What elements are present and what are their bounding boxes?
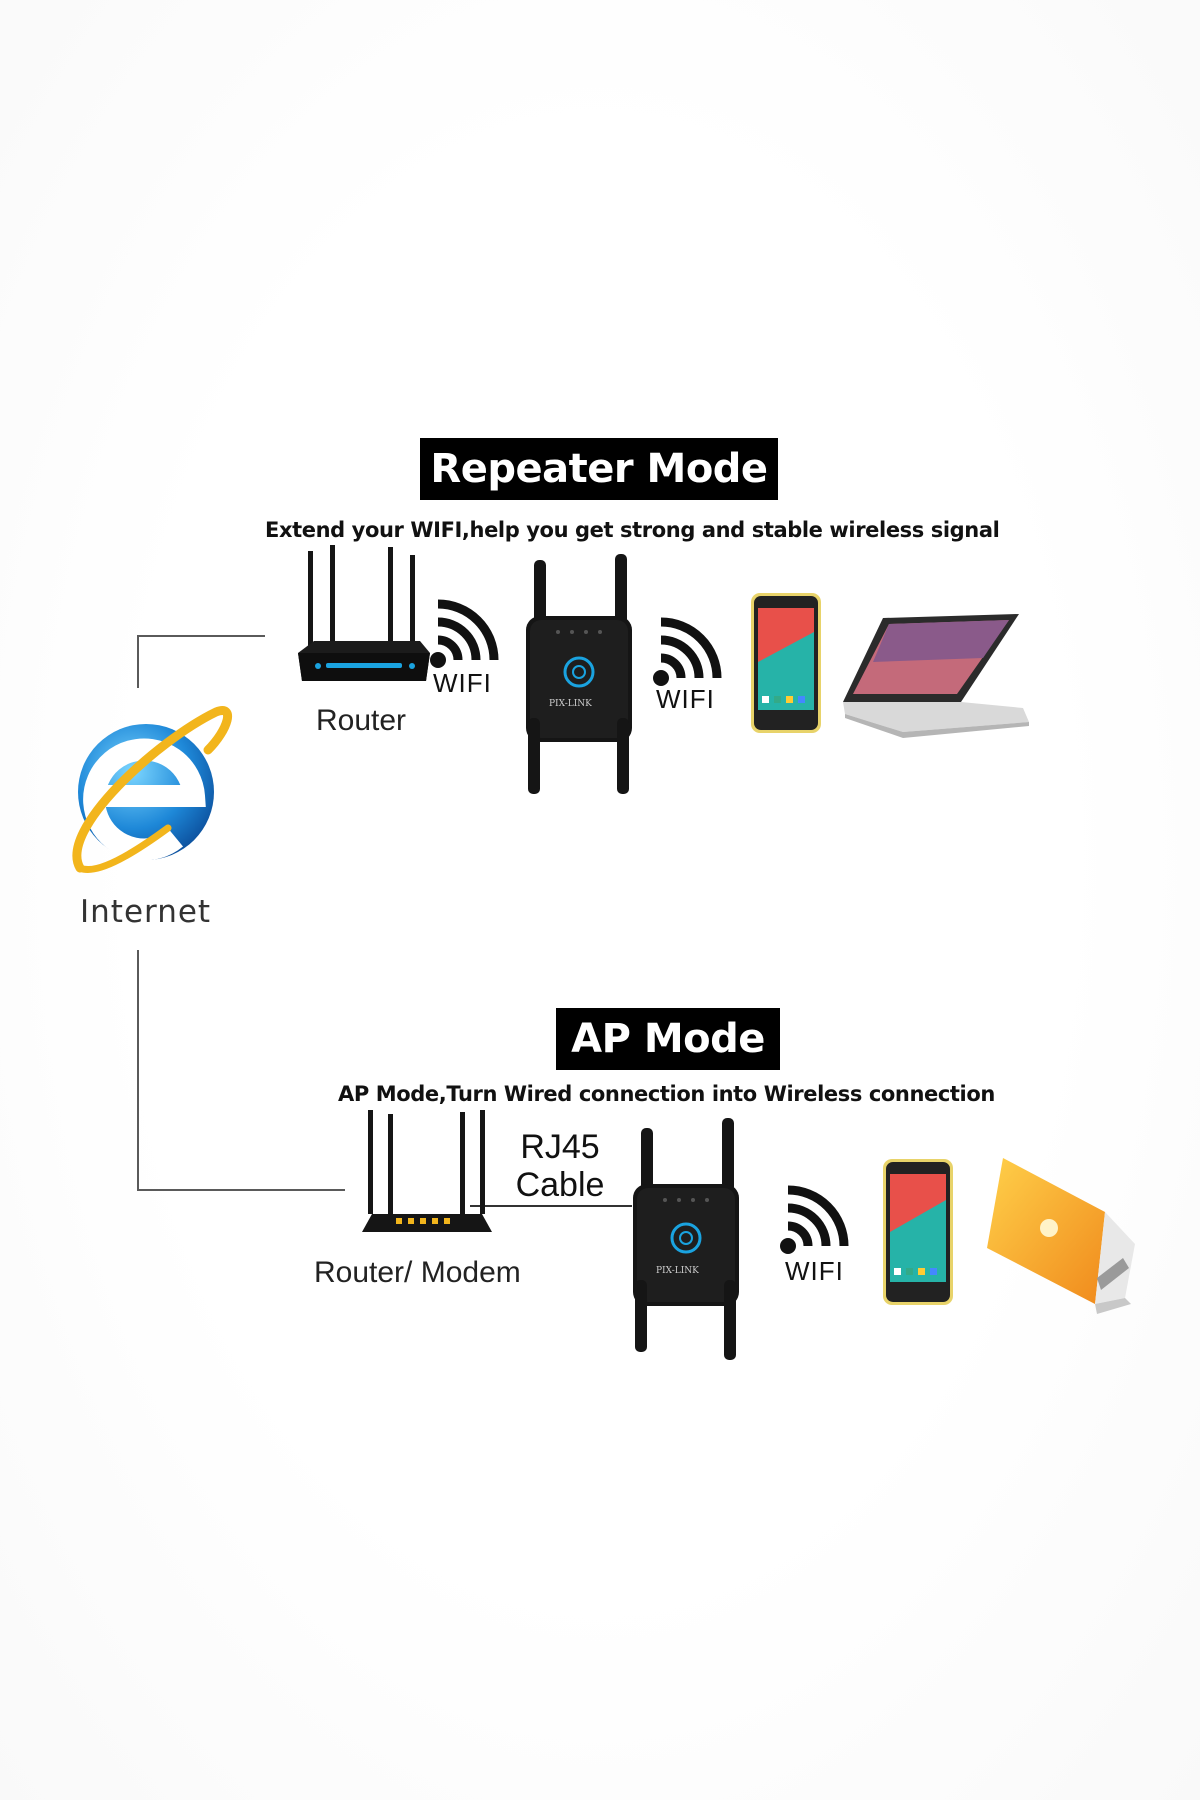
wifi-label: WIFI [656, 684, 715, 714]
repeater-device-icon [526, 554, 632, 794]
router-icon [298, 545, 430, 681]
ap-mode-title: AP Mode [556, 1008, 780, 1070]
laptop-icon [987, 1158, 1135, 1314]
modem-router-icon [362, 1110, 492, 1232]
rj45-label-line1: RJ45 [520, 1128, 600, 1166]
wifi-signal-icon [430, 599, 499, 668]
rj45-label-line2: Cable [515, 1166, 605, 1204]
repeater-mode-subtitle: Extend your WIFI,help you get strong and… [265, 518, 1000, 542]
laptop-icon [843, 614, 1029, 738]
device-brand: PIX-LINK [656, 1266, 699, 1276]
internet-to-router-line [137, 635, 265, 688]
internet-explorer-icon [72, 706, 232, 873]
wifi-label: WIFI [785, 1256, 844, 1286]
internet-label: Internet [80, 894, 212, 930]
wifi-signal-icon [653, 617, 722, 686]
wifi-label: WIFI [433, 668, 492, 698]
repeater-mode-title: Repeater Mode [420, 438, 778, 500]
rj45-cable-label: RJ45 Cable [505, 1128, 615, 1204]
ap-device-icon [633, 1118, 739, 1360]
internet-to-modem-line [137, 950, 345, 1191]
device-brand: PIX-LINK [549, 699, 592, 709]
router-label: Router [316, 704, 407, 737]
router-modem-label: Router/ Modem [314, 1256, 521, 1289]
smartphone-icon [751, 593, 821, 733]
wifi-signal-icon [780, 1185, 849, 1254]
ap-mode-subtitle: AP Mode,Turn Wired connection into Wirel… [338, 1082, 995, 1106]
smartphone-icon [883, 1159, 953, 1305]
